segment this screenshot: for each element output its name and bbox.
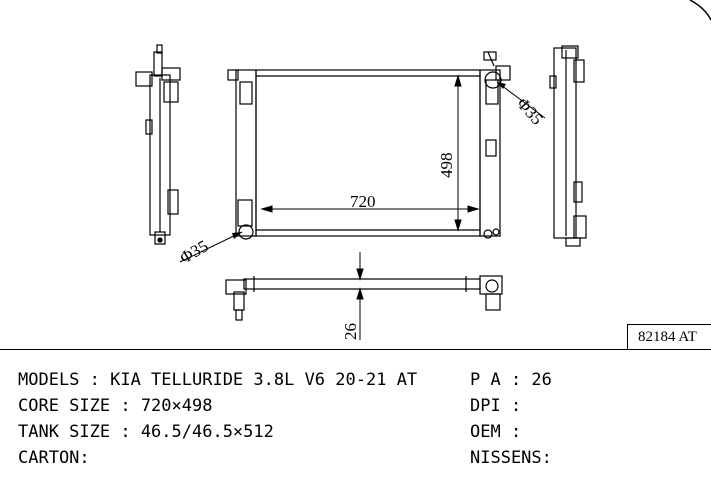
spec-core-size: CORE SIZE : 720×498 (18, 396, 213, 416)
outlet-diameter-label: Φ35 (513, 94, 547, 129)
width-dimension (260, 205, 480, 213)
radiator-front-view (227, 51, 511, 240)
height-dimension (454, 74, 462, 232)
bottom-tank-view (225, 275, 503, 321)
spec-pa: P A : 26 (470, 370, 552, 390)
inlet-diameter-label: Φ35 (177, 236, 212, 267)
left-side-view (135, 44, 181, 245)
spec-models: MODELS : KIA TELLURIDE 3.8L V6 20-21 AT (18, 370, 418, 390)
section-divider (0, 349, 711, 350)
radiator-technical-drawing: 498 720 Φ35 Φ35 (135, 0, 711, 340)
tank-dimension (356, 252, 364, 340)
spec-dpi: DPI : (470, 396, 522, 416)
spec-nissens: NISSENS: (470, 448, 552, 468)
width-dimension-label: 720 (350, 192, 376, 211)
spec-tank-size: TANK SIZE : 46.5/46.5×512 (18, 422, 274, 442)
height-dimension-label: 498 (437, 153, 456, 179)
right-side-view (549, 45, 587, 247)
spec-oem: OEM : (470, 422, 522, 442)
spec-carton: CARTON: (18, 448, 90, 468)
part-number-tag: 82184 AT (627, 324, 711, 350)
tank-dimension-label: 26 (341, 323, 360, 340)
